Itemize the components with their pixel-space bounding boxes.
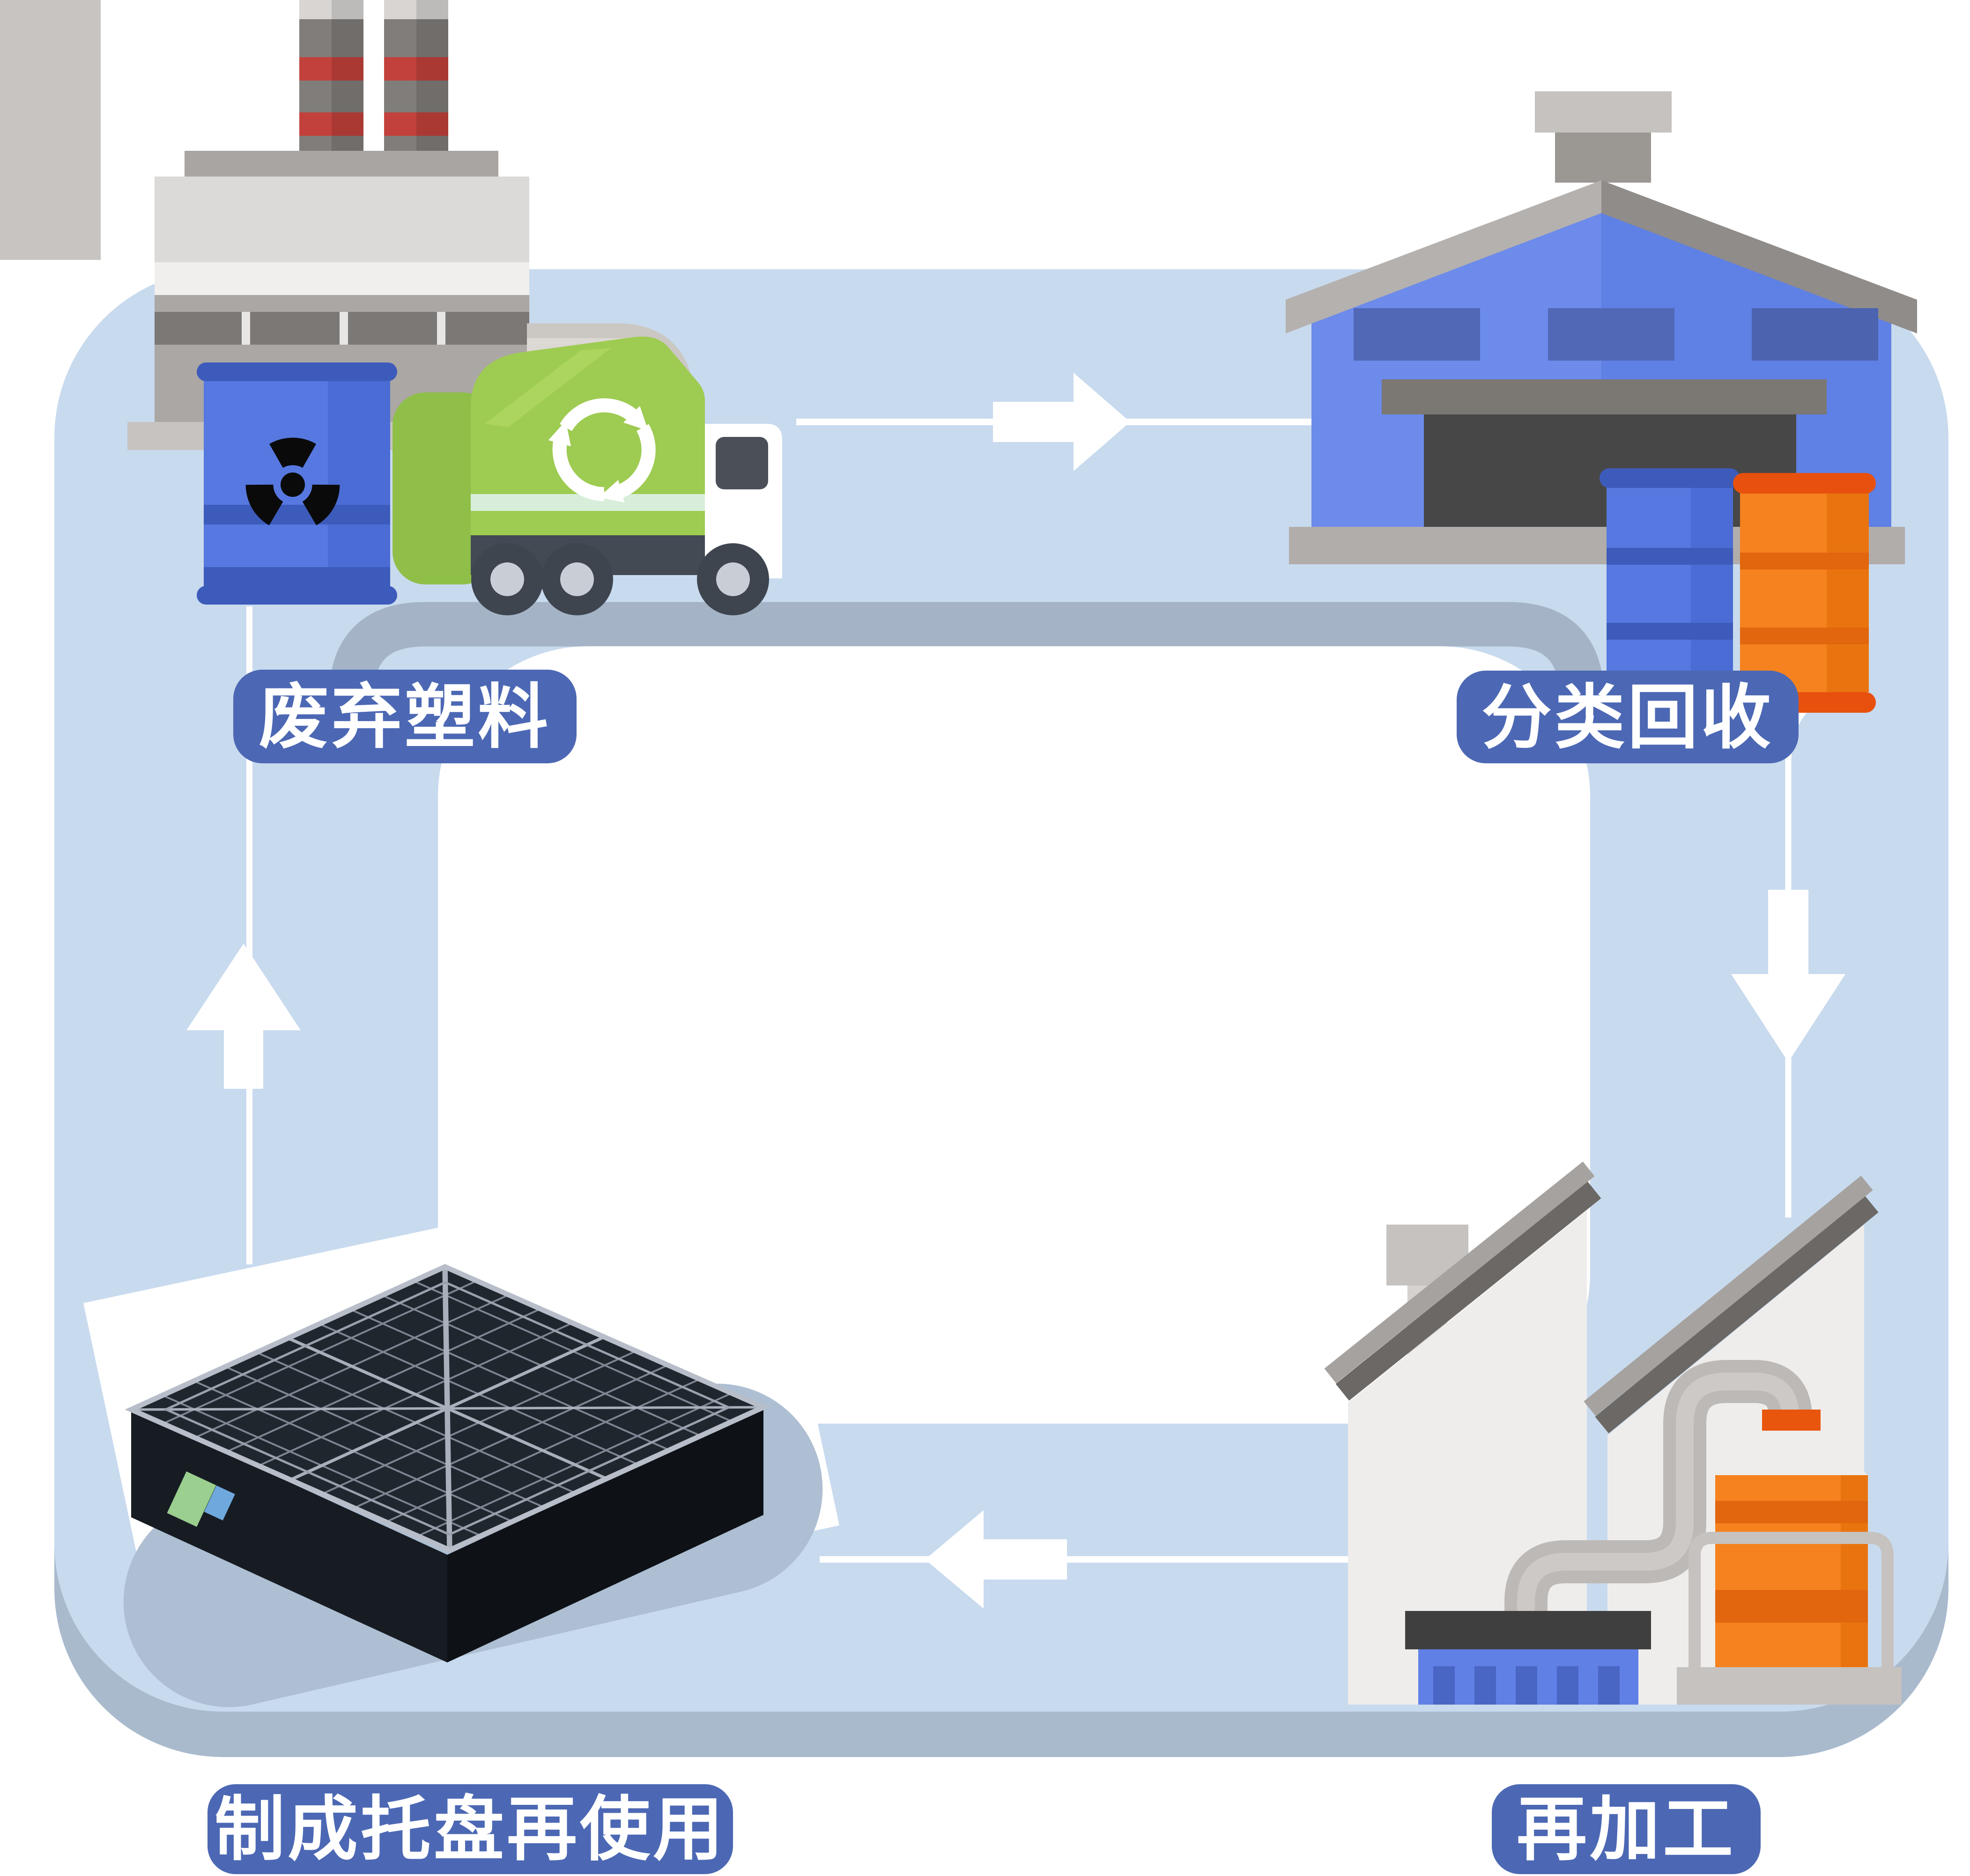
warehouse-vent (1555, 131, 1651, 183)
label-pill (207, 1784, 733, 1874)
recycling-truck-icon (393, 336, 782, 615)
factory-roof (185, 151, 498, 177)
arrow-left-icon (925, 1510, 1067, 1609)
loop-band (329, 602, 1604, 749)
connector-left (246, 606, 252, 1264)
factory-back-wall (0, 0, 101, 260)
arrow-up-icon (186, 944, 301, 1089)
label-text: 制成托盘再使用 (215, 1790, 726, 1869)
warehouse-lintel (1382, 379, 1827, 414)
recycle-symbol-icon (548, 398, 656, 502)
warehouse-roof-left (1286, 180, 1601, 333)
tank-base (1677, 1667, 1902, 1705)
label-text: 废弃塑料 (259, 678, 551, 756)
radioactive-barrel-icon (197, 362, 397, 605)
label-pill (233, 670, 577, 763)
factory-chimney-icon (299, 0, 448, 155)
warehouse-roof-right (1601, 180, 1917, 333)
warehouse-window (1354, 308, 1480, 361)
truck-hopper (393, 392, 496, 584)
truck-window (716, 437, 768, 489)
pallet-deck (125, 1263, 770, 1553)
truck-wheels (471, 543, 769, 615)
label-pill (1492, 1784, 1761, 1874)
label-text: 分类回收 (1481, 678, 1774, 757)
tank-frame (1689, 1532, 1894, 1705)
pallet-label-sticker (167, 1471, 216, 1527)
reprocessing-plant-icon (1324, 1161, 1902, 1705)
arrow-right-icon (993, 373, 1130, 471)
arrow-down-icon (1731, 890, 1845, 1062)
radiation-symbol-icon (245, 437, 340, 525)
label-pill (1457, 671, 1799, 763)
warehouse-window (1752, 308, 1878, 361)
orange-tank-icon (1677, 1410, 1902, 1705)
stage-label-waste-plastic: 废弃塑料 (233, 670, 577, 763)
blue-drum-icon (1600, 468, 1740, 708)
plastic-pallet-image (83, 1159, 839, 1707)
truck-body (471, 336, 705, 536)
label-text: 再加工 (1517, 1790, 1736, 1869)
shredder-icon (1405, 1611, 1651, 1705)
stage-label-pallet-reuse: 制成托盘再使用 (207, 1784, 733, 1874)
connector-bottom (820, 1556, 1358, 1563)
stage-label-sorting-recycling: 分类回收 (1457, 671, 1799, 763)
stage-label-reprocessing: 再加工 (1492, 1784, 1761, 1874)
warehouse-window (1548, 308, 1674, 361)
